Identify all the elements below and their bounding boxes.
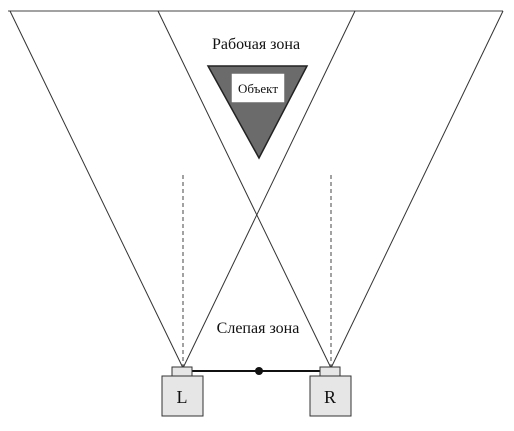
working-zone-label: Рабочая зона <box>212 36 300 53</box>
right-camera-fov-left-edge <box>157 10 332 369</box>
right-camera-lens-mount <box>319 366 341 377</box>
right-camera-label: R <box>324 387 336 407</box>
left-camera-fov-right-edge <box>182 10 356 369</box>
object-label: Объект <box>238 81 278 96</box>
object-label-background <box>231 73 285 103</box>
blind-zone-label: Слепая зона <box>217 320 300 337</box>
left-camera-lens-mount <box>171 366 193 377</box>
left-camera-fov-left-edge <box>9 10 184 369</box>
baseline-midpoint <box>255 367 263 375</box>
left-camera-label: L <box>177 387 188 407</box>
right-camera-fov-right-edge <box>330 10 504 369</box>
right-camera-body <box>309 375 352 417</box>
left-camera-body <box>161 375 204 417</box>
